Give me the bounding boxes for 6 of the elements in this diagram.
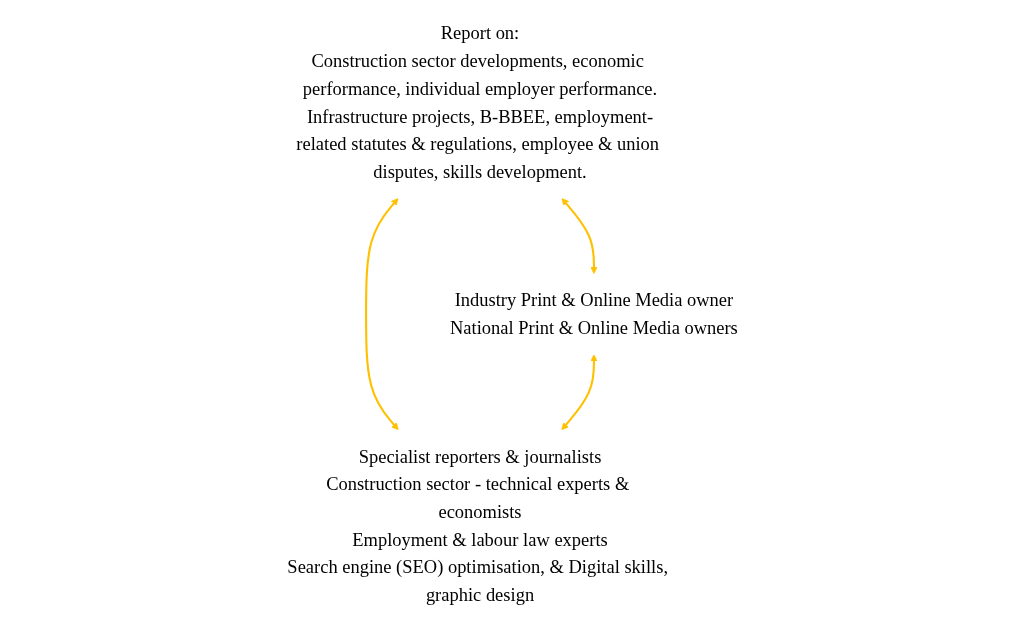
node-text: Report on: Construction sector developments, economic performance, individual employer performance. Infrastructure projects, B-BBEE, employment-related statutes & regulations, employee & union disputes, skills development. xyxy=(296,22,660,183)
arrow xyxy=(365,198,399,431)
node-text: Specialist reporters & journalists Construction sector - technical experts & economists Employment & labour law experts Search engine (SEO) optimisation, & Digital skills, graphic design xyxy=(287,445,669,606)
arrow xyxy=(561,198,598,275)
arrow xyxy=(561,354,598,431)
node-text: Industry Print & Online Media owner National Print & Online Media owners xyxy=(450,289,738,339)
